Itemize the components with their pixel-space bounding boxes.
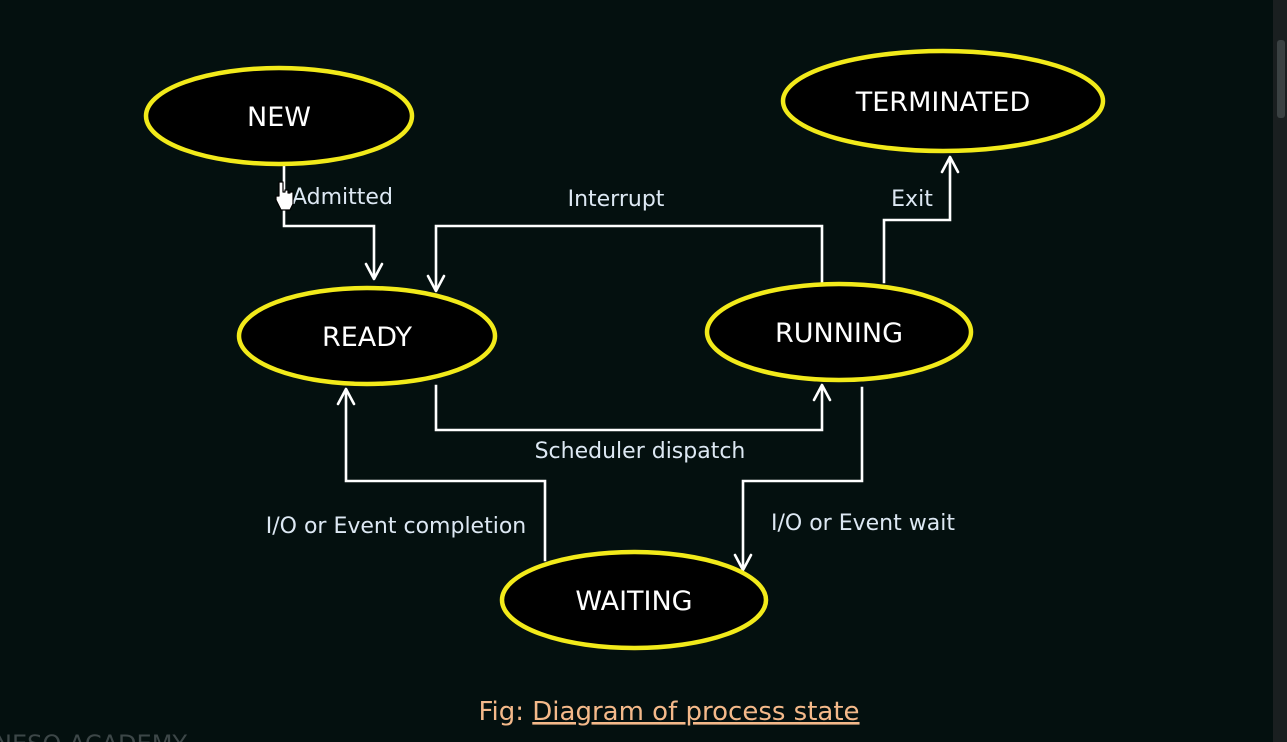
state-waiting: WAITING (499, 549, 769, 651)
hand-cursor-icon (275, 181, 294, 211)
state-terminated: TERMINATED (780, 48, 1106, 154)
edge-admitted (282, 164, 376, 280)
arrowhead-exit (940, 155, 960, 174)
label-exit: Exit (891, 187, 933, 212)
state-ready-label: READY (322, 322, 413, 353)
label-io-event-wait: I/O or Event wait (771, 511, 955, 536)
arrowhead-io-event-wait (733, 553, 753, 572)
label-admitted: Admitted (292, 185, 393, 210)
state-new: NEW (143, 65, 415, 167)
edge-io-event-wait (741, 386, 864, 570)
state-terminated-label: TERMINATED (855, 87, 1031, 118)
arrowhead-admitted (364, 262, 384, 281)
label-io-event-completion: I/O or Event completion (266, 514, 526, 539)
caption-title: Diagram of process state (532, 697, 859, 727)
arrowhead-io-event-completion (336, 387, 356, 406)
edge-interrupt (434, 224, 824, 292)
label-scheduler-dispatch: Scheduler dispatch (535, 439, 746, 464)
edge-scheduler-dispatch (434, 384, 824, 432)
label-interrupt: Interrupt (568, 187, 665, 212)
edge-exit (882, 156, 952, 284)
figure-caption: Fig: Diagram of process state (478, 697, 859, 727)
caption-prefix: Fig: (478, 697, 532, 727)
edge-io-event-completion (344, 388, 547, 562)
state-waiting-label: WAITING (575, 586, 692, 617)
state-ready: READY (236, 285, 498, 387)
state-running-label: RUNNING (775, 318, 903, 349)
scrollbar-thumb[interactable] (1277, 40, 1285, 118)
arrowhead-interrupt (426, 274, 446, 293)
state-running: RUNNING (704, 281, 974, 383)
watermark: NESO ACADEMY (0, 730, 187, 742)
state-new-label: NEW (247, 102, 311, 133)
arrowhead-scheduler-dispatch (812, 383, 832, 402)
vertical-scrollbar[interactable] (1273, 0, 1287, 742)
